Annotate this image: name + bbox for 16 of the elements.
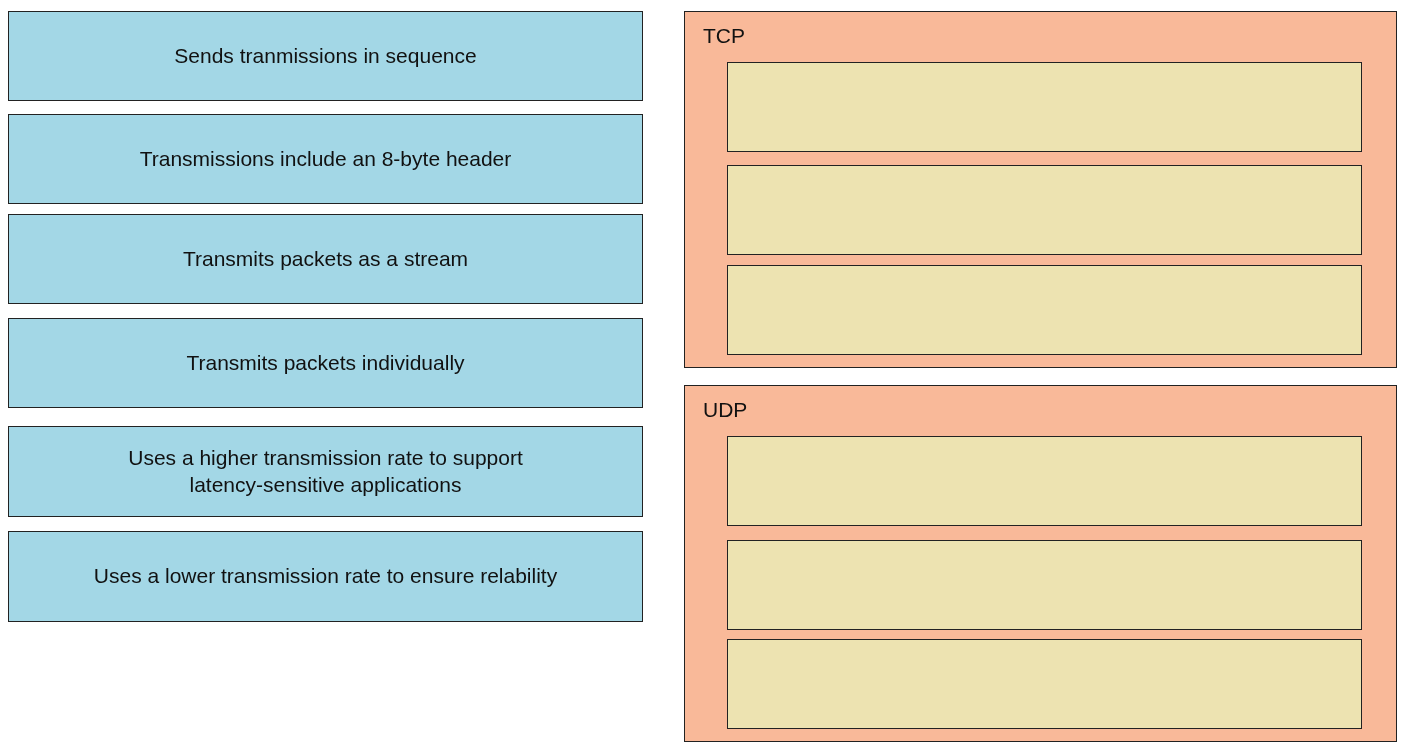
panel-heading: UDP bbox=[703, 398, 748, 422]
panel-heading: TCP bbox=[703, 24, 745, 48]
answer-card: Transmits packets individually bbox=[8, 318, 643, 408]
drop-slot bbox=[727, 639, 1362, 729]
answer-card: Transmits packets as a stream bbox=[8, 214, 643, 304]
answer-card: Sends tranmissions in sequence bbox=[8, 11, 643, 101]
answer-card: Uses a lower transmission rate to ensure relability bbox=[8, 531, 643, 622]
answer-card: Uses a higher transmission rate to support latency-sensitive applications bbox=[8, 426, 643, 517]
category-panel bbox=[684, 385, 1397, 742]
drop-slot bbox=[727, 540, 1362, 630]
answer-card: Transmissions include an 8-byte header bbox=[8, 114, 643, 204]
drop-slot bbox=[727, 62, 1362, 152]
drop-slot bbox=[727, 436, 1362, 526]
drop-slot bbox=[727, 165, 1362, 255]
category-panel bbox=[684, 11, 1397, 368]
drop-slot bbox=[727, 265, 1362, 355]
